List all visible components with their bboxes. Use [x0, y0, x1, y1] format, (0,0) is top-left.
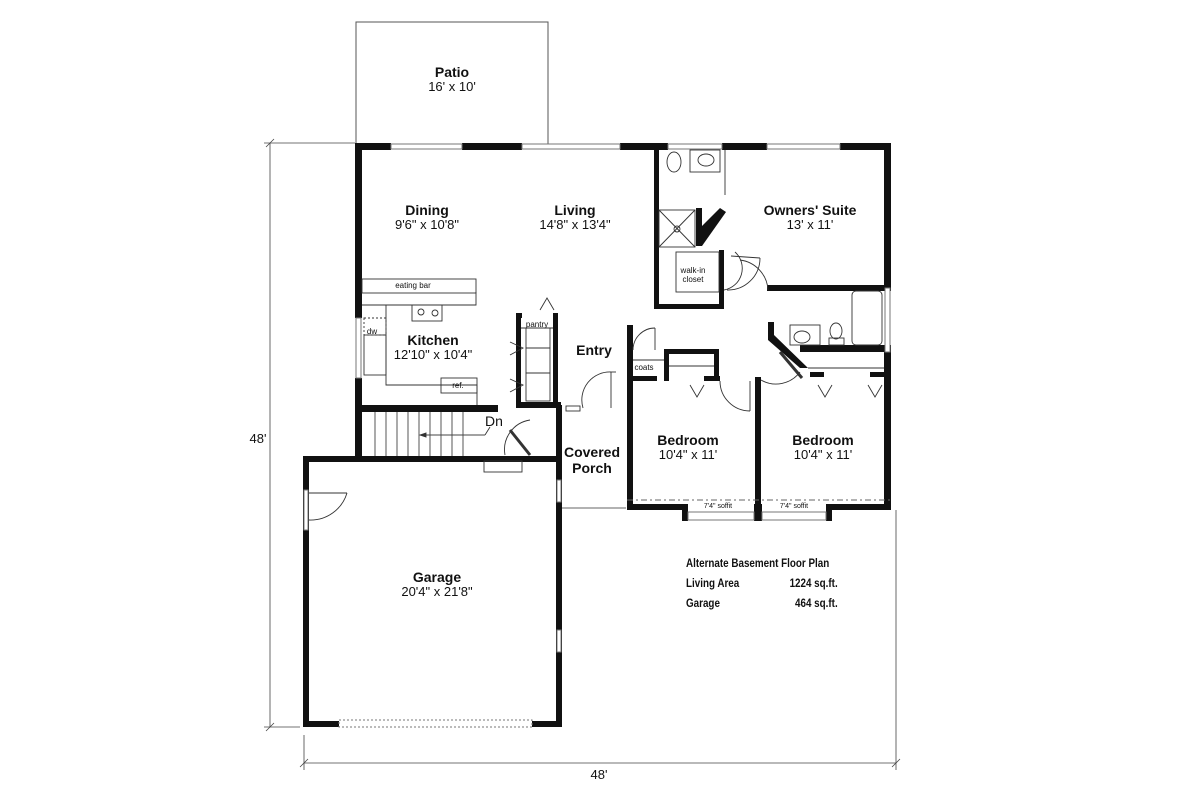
- annotation-pantry: pantry: [525, 320, 549, 329]
- summary-label: Garage: [686, 596, 720, 610]
- room-label-owners-suite: Owners' Suite 13' x 11': [764, 202, 857, 233]
- room-name: Covered Porch: [563, 444, 621, 477]
- room-name: Garage: [412, 569, 462, 585]
- dimension-overall-width: 48': [590, 767, 608, 782]
- room-name: Kitchen: [407, 332, 459, 348]
- windows: [303, 143, 891, 728]
- summary-value: 1224 sq.ft.: [789, 576, 838, 590]
- room-name: Dining: [405, 202, 449, 218]
- room-label-bedroom-2: Bedroom 10'4" x 11': [792, 432, 853, 463]
- annotation-walk-in-closet: walk-in closet: [681, 266, 706, 284]
- room-dimensions: 13' x 11': [786, 217, 834, 233]
- annotation-eating-bar: eating bar: [395, 281, 431, 290]
- room-dimensions: 14'8" x 13'4": [539, 217, 611, 233]
- annotation-soffit-2: 7'4" soffit: [779, 503, 809, 510]
- annotation-dishwasher: dw: [366, 327, 378, 336]
- room-label-kitchen: Kitchen 12'10" x 10'4": [394, 332, 473, 363]
- room-label-patio: Patio 16' x 10': [428, 64, 476, 95]
- room-name: Living: [554, 202, 596, 218]
- room-dimensions: 16' x 10': [428, 79, 476, 95]
- room-name: Entry: [576, 342, 612, 358]
- annotation-soffit-1: 7'4" soffit: [703, 503, 733, 510]
- walk-in-line-1: walk-in: [680, 266, 706, 275]
- dimension-overall-depth: 48': [249, 431, 267, 446]
- room-label-covered-porch: Covered Porch: [561, 444, 623, 476]
- summary-value: 464 sq.ft.: [795, 596, 838, 610]
- room-dimensions: 10'4" x 11': [793, 447, 853, 463]
- walk-in-line-2: closet: [682, 275, 704, 284]
- room-name: Bedroom: [657, 432, 719, 448]
- dimension-line-vertical: [264, 138, 355, 732]
- room-name: Owners' Suite: [763, 202, 857, 218]
- summary-row-garage: Garage 464 sq.ft.: [686, 596, 838, 610]
- room-dimensions: 20'4" x 21'8": [401, 584, 473, 600]
- summary-row-living-area: Living Area 1224 sq.ft.: [686, 576, 838, 590]
- room-name: Patio: [434, 64, 470, 80]
- room-dimensions: 9'6" x 10'8": [394, 217, 460, 233]
- room-label-entry: Entry: [576, 342, 612, 358]
- room-label-dining: Dining 9'6" x 10'8": [395, 202, 459, 233]
- annotation-stairs-down: Dn: [485, 413, 503, 429]
- summary-title: Alternate Basement Floor Plan: [686, 556, 830, 570]
- fixtures: [308, 149, 891, 521]
- dimension-line-horizontal: [299, 510, 901, 770]
- walls: [303, 143, 891, 727]
- annotation-coats: coats: [634, 363, 654, 372]
- annotation-refrigerator: ref.: [452, 381, 464, 390]
- area-summary: Alternate Basement Floor Plan Living Are…: [686, 556, 838, 610]
- room-dimensions: 10'4" x 11': [658, 447, 718, 463]
- room-label-garage: Garage 20'4" x 21'8": [401, 569, 472, 600]
- summary-label: Living Area: [686, 576, 740, 590]
- room-label-bedroom-1: Bedroom 10'4" x 11': [657, 432, 718, 463]
- room-name: Bedroom: [792, 432, 854, 448]
- room-label-living: Living 14'8" x 13'4": [539, 202, 610, 233]
- room-dimensions: 12'10" x 10'4": [393, 347, 473, 363]
